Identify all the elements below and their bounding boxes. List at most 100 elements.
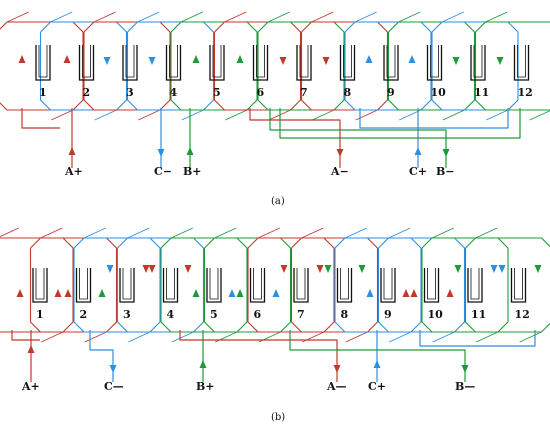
current-arrow-a-19 <box>410 289 418 297</box>
current-arrow-a-1 <box>18 55 26 63</box>
slot-3 <box>122 45 138 81</box>
coil-outline <box>247 237 335 333</box>
terminal-label-a-plus: A+ <box>64 165 83 178</box>
current-arrow-c-23 <box>498 265 506 273</box>
slot-2 <box>75 268 92 303</box>
terminal-arrow-b-6 <box>442 149 450 157</box>
slot-number-7: 7 <box>300 86 308 99</box>
terminal-arrow-a-1 <box>27 345 35 353</box>
slot-12 <box>513 45 530 81</box>
current-arrow-c-9 <box>365 55 373 63</box>
end-turn <box>40 227 63 239</box>
slot-number-1: 1 <box>39 86 47 99</box>
slot-inner-4 <box>166 268 175 300</box>
end-turn <box>355 109 378 121</box>
current-arrow-c-22 <box>490 265 498 273</box>
slot-inner-9 <box>386 45 396 78</box>
end-turn <box>137 11 160 23</box>
slot-number-9: 9 <box>384 308 392 321</box>
lead-a-4 <box>179 330 338 382</box>
end-turn <box>180 11 203 23</box>
terminal-label-b-plus: B+ <box>183 165 202 178</box>
end-turn <box>311 11 334 23</box>
terminal-arrow-c-5 <box>373 360 381 368</box>
slot-number-2: 2 <box>80 308 88 321</box>
terminal-label-c-minus-b: C— <box>104 380 124 393</box>
slot-inner-4 <box>169 45 178 78</box>
slot-number-1: 1 <box>36 308 44 321</box>
end-turn <box>485 11 508 23</box>
slot-4 <box>165 45 182 81</box>
slot-number-11: 11 <box>471 308 486 321</box>
slot-number-8: 8 <box>344 86 352 99</box>
end-turn <box>138 109 161 121</box>
slot-inner-1 <box>38 45 48 78</box>
slot-inner-5 <box>209 268 219 300</box>
end-turn <box>398 11 421 23</box>
coil-outline <box>421 237 509 333</box>
terminal-arrow-a-4 <box>336 149 344 157</box>
terminal-arrow-b-6 <box>461 365 469 373</box>
slot-inner-3 <box>122 268 132 300</box>
coil-outline <box>257 21 345 111</box>
end-turn <box>442 109 465 121</box>
current-arrow-a-2 <box>54 289 62 297</box>
current-arrow-b-21 <box>454 265 462 273</box>
coil-outline <box>203 237 292 333</box>
slot-inner-10 <box>430 45 439 78</box>
current-arrow-c-12 <box>272 289 280 297</box>
coil-outline <box>213 21 302 111</box>
slot-9 <box>383 45 399 81</box>
terminal-label-b-minus-b: B— <box>455 380 475 393</box>
terminal-label-c-plus: C+ <box>409 165 427 178</box>
end-turn <box>389 331 412 343</box>
lead-a-7 <box>21 108 60 129</box>
end-turn <box>519 331 542 343</box>
coil-outline <box>0 21 84 111</box>
slot-3 <box>119 268 135 303</box>
end-turn <box>475 227 498 239</box>
slot-inner-7 <box>299 45 309 78</box>
end-turn <box>441 11 464 23</box>
end-turn <box>6 11 29 23</box>
current-arrow-b-4 <box>98 289 106 297</box>
slot-number-12: 12 <box>515 308 530 321</box>
coil-outline <box>0 237 74 333</box>
terminal-label-a-minus-b: A— <box>326 380 347 393</box>
end-turn <box>431 227 454 239</box>
current-arrow-b-11 <box>236 289 244 297</box>
coil-outline <box>464 237 550 333</box>
terminal-label-b-minus: B− <box>436 165 455 178</box>
slot-inner-10 <box>427 268 436 300</box>
slot-number-7: 7 <box>297 308 305 321</box>
end-turn <box>93 11 116 23</box>
end-turn <box>432 331 455 343</box>
slot-9 <box>380 268 396 303</box>
slot-7 <box>296 45 312 81</box>
current-arrow-c-4 <box>148 57 156 65</box>
lead-a-4 <box>249 108 341 168</box>
caption-b: (b) <box>271 412 285 423</box>
terminal-label-a-plus-b: A+ <box>21 380 40 393</box>
current-arrow-a-7 <box>148 265 156 273</box>
current-arrow-a-20 <box>446 289 454 297</box>
slot-5 <box>206 268 222 303</box>
end-turn <box>301 227 324 239</box>
current-arrow-b-9 <box>192 289 200 297</box>
end-turn <box>267 11 290 23</box>
terminal-arrow-a-4 <box>333 365 341 373</box>
slot-number-3: 3 <box>123 308 131 321</box>
slot-number-6: 6 <box>254 308 262 321</box>
terminal-label-c-minus: C− <box>154 165 172 178</box>
slot-number-10: 10 <box>428 308 444 321</box>
slot-number-4: 4 <box>167 308 175 321</box>
current-arrow-a-2 <box>63 55 71 63</box>
slot-8 <box>339 45 356 81</box>
slot-number-8: 8 <box>341 308 349 321</box>
slot-6 <box>252 45 269 81</box>
end-turn <box>354 11 377 23</box>
slot-inner-5 <box>212 45 222 78</box>
slot-number-12: 12 <box>518 86 533 99</box>
slot-inner-11 <box>470 268 480 300</box>
